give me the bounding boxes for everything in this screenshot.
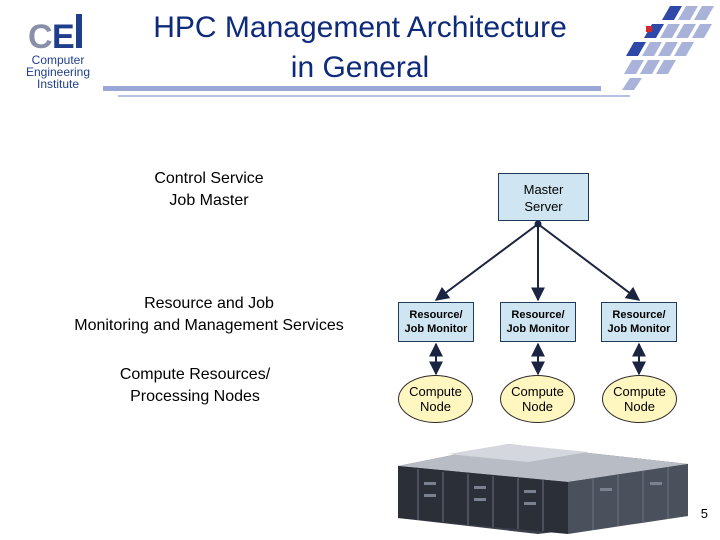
node-3-line-2: Node [623, 399, 656, 414]
master-line-2: Server [524, 199, 563, 214]
server-cluster-illustration [398, 444, 688, 534]
node-1-line-2: Node [419, 399, 452, 414]
title-line-1: HPC Management Architecture [153, 11, 567, 44]
compute-node-2: Compute Node [500, 375, 575, 423]
monitor-1-line-2: Job Monitor [404, 323, 468, 335]
label-monitoring-services: Resource and Job Monitoring and Manageme… [40, 293, 378, 337]
arrow-master-to-monitor-1 [434, 223, 539, 301]
master-junction [534, 220, 542, 228]
job-monitor-box-1: Resource/ Job Monitor [398, 302, 474, 342]
node-1-line-1: Compute [409, 384, 462, 399]
monitor-3-line-2: Job Monitor [607, 323, 671, 335]
monitor-3-line-1: Resource/ [612, 309, 666, 321]
job-monitor-box-2: Resource/ Job Monitor [500, 302, 576, 342]
logo-line-institute: Institute [36, 77, 80, 91]
header-rule-thin [118, 95, 630, 97]
svg-text:E: E [52, 18, 75, 54]
cei-logo-mark: C E [28, 14, 82, 54]
label-compute-line-2: Processing Nodes [130, 388, 260, 405]
master-server-box: Master Server [498, 173, 589, 221]
header-rule [103, 86, 601, 91]
compute-node-3: Compute Node [602, 375, 677, 423]
label-monitoring-line-1: Resource and Job [144, 295, 274, 312]
slide-title: HPC Management Architecture in General [120, 8, 600, 88]
compute-node-1: Compute Node [398, 375, 473, 423]
job-monitor-box-3: Resource/ Job Monitor [601, 302, 677, 342]
node-2-line-1: Compute [511, 384, 564, 399]
monitor-1-line-1: Resource/ [409, 309, 463, 321]
decorative-pattern [622, 6, 714, 90]
label-control-line-1: Control Service [154, 170, 264, 187]
arrow-master-to-monitor-3 [537, 223, 641, 301]
node-2-line-2: Node [521, 399, 554, 414]
logo-line-engineering: Engineering [25, 65, 91, 79]
label-monitoring-line-2: Monitoring and Management Services [74, 317, 344, 334]
monitor-2-line-1: Resource/ [511, 309, 565, 321]
monitor-2-line-2: Job Monitor [506, 323, 570, 335]
label-compute-line-1: Compute Resources/ [119, 366, 271, 383]
svg-text:C: C [28, 18, 53, 54]
label-compute-resources: Compute Resources/ Processing Nodes [90, 364, 300, 408]
label-control-line-2: Job Master [169, 192, 249, 209]
page-number: 5 [700, 506, 708, 521]
title-line-2: in General [290, 51, 430, 84]
node-3-line-1: Compute [613, 384, 666, 399]
master-line-1: Master [523, 182, 564, 197]
label-control-service: Control Service Job Master [120, 168, 298, 212]
cei-logo: C E Computer Engineering Institute [18, 10, 98, 94]
logo-line-computer: Computer [31, 53, 85, 67]
